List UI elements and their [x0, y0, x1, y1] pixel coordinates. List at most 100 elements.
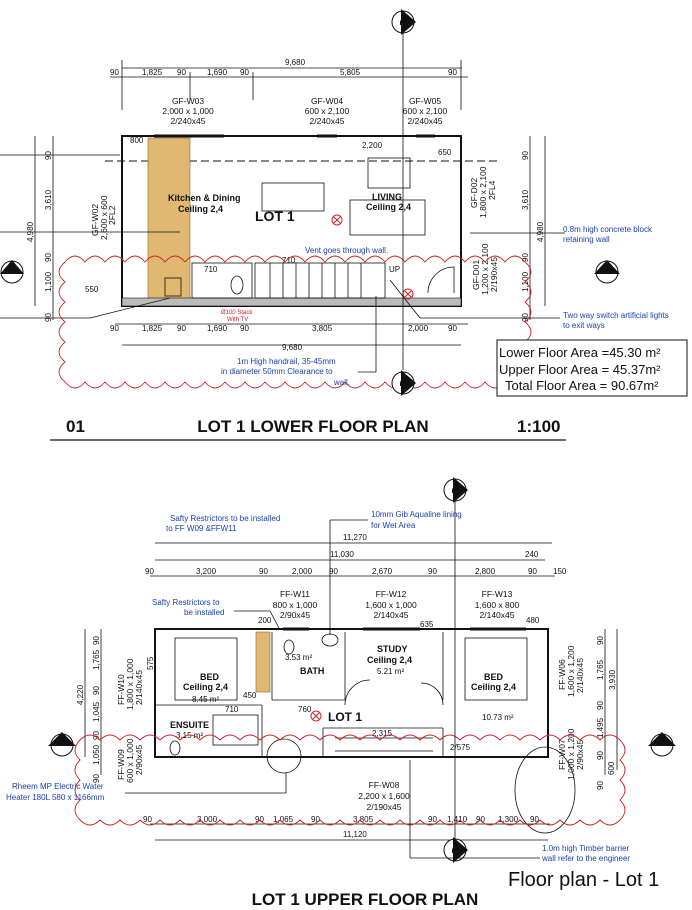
- dim-label: 710: [204, 265, 218, 274]
- smoke-alarm-icon: [331, 214, 343, 226]
- svg-text:D: D: [399, 18, 410, 25]
- door-size: 1,800 x 2,100: [478, 166, 488, 218]
- toilet-icon: [230, 275, 244, 295]
- drawing-scale: 1:100: [517, 417, 560, 436]
- dim-label: 150: [553, 567, 567, 576]
- stair-up-label: UP: [389, 265, 400, 274]
- tv-unit-icon: [367, 157, 411, 189]
- dim-label: 2,670: [372, 567, 393, 576]
- room-area: 8.45 m²: [192, 695, 219, 704]
- window-id: FF-W08: [369, 780, 400, 790]
- lot-label: LOT 1: [328, 710, 362, 724]
- window-frame: 2/90x45: [134, 744, 144, 775]
- retaining-wall: [121, 297, 462, 307]
- dim-label: 1,410: [447, 815, 468, 824]
- dim-label: 575: [146, 656, 155, 670]
- dim-label: 90: [92, 774, 101, 783]
- window-frame: 2/140x45: [134, 670, 144, 705]
- note-retaining-wall: retaining wall: [563, 235, 610, 244]
- dim-label: 480: [526, 616, 540, 625]
- room-area: 3.53 m²: [285, 653, 312, 662]
- revision-cloud: [74, 734, 626, 826]
- window-size: 1,600 x 1,000: [365, 600, 417, 610]
- dim-label: 800: [130, 136, 144, 145]
- room-area: 3.15 m²: [176, 731, 203, 740]
- window-frame: 2/90x45: [280, 610, 311, 620]
- upper-floor-area: Upper Floor Area = 45.37m²: [499, 362, 661, 377]
- room-name: LIVING: [372, 192, 402, 202]
- room-name: BED: [200, 672, 220, 682]
- dim-label: 3,000: [197, 815, 218, 824]
- water-heater-icon: [164, 277, 182, 297]
- section-marker-d-top: D: [443, 477, 468, 503]
- dim-label: 90: [448, 68, 457, 77]
- dim-label: 90: [44, 253, 53, 262]
- room-ceiling: Ceiling 2,4: [367, 655, 412, 665]
- svg-text:C: C: [658, 738, 665, 749]
- dim-label: 90: [240, 68, 249, 77]
- dim-label: 90: [596, 751, 605, 760]
- dim-label: 1,825: [142, 324, 163, 333]
- note-handrail: wall.: [333, 378, 350, 387]
- room-ceiling: Ceiling 2,4: [183, 682, 228, 692]
- window-frame: 2/190x45: [367, 802, 402, 812]
- dim-label: 90: [145, 567, 154, 576]
- window-id: FF-W13: [482, 589, 513, 599]
- room-name: ENSUITE: [170, 720, 209, 730]
- shower-icon: [212, 714, 259, 746]
- smoke-alarm-icon: [402, 288, 414, 300]
- lower-floor-plan: 9,680 90 1,825 90 1,690 90 5,805 90 GF-W…: [0, 9, 669, 441]
- dim-label: 90: [44, 313, 53, 322]
- drawing-title: LOT 1 LOWER FLOOR PLAN: [197, 417, 428, 436]
- window-id: FF-W09: [116, 749, 126, 780]
- window-size: 1,600 x 1,200: [566, 645, 576, 697]
- note-retaining-wall: 0.8m high concrete block: [563, 225, 653, 234]
- dim-label: 90: [110, 68, 119, 77]
- window-frame: 2/140x45: [575, 658, 585, 693]
- section-marker-c-left: C: [0, 260, 24, 284]
- room-name: BATH: [300, 666, 324, 676]
- dim-label: 710: [225, 705, 239, 714]
- sheet-label: Floor plan - Lot 1: [508, 869, 659, 891]
- dim-label: 90: [448, 324, 457, 333]
- dim-label: 2,000: [292, 567, 313, 576]
- window-size: 1,800 x 1,000: [125, 658, 135, 710]
- window-frame: 2/240x45: [310, 116, 345, 126]
- room-area: 10.73 m²: [482, 713, 514, 722]
- door-id: GF-D02: [469, 178, 479, 209]
- dim-label: 3,610: [44, 189, 53, 210]
- dim-label: 90: [177, 68, 186, 77]
- dim-label: 650: [438, 148, 452, 157]
- dim-label: 1,100: [44, 271, 53, 292]
- door-size: 1,200 x 2,100: [480, 243, 490, 295]
- dim-label: 635: [420, 620, 434, 629]
- dim-label: 1,765: [596, 659, 605, 680]
- dim-label: 90: [428, 815, 437, 824]
- window-id: FF-W11: [280, 589, 310, 599]
- dim-label: 3,805: [312, 324, 333, 333]
- svg-text:C: C: [8, 266, 15, 277]
- dim-label: 3,200: [196, 567, 217, 576]
- note-switch: Two way switch artificial lights: [563, 311, 669, 320]
- dim-label: 1,690: [207, 324, 228, 333]
- dim-label: 3,930: [608, 669, 617, 690]
- note-switch: to exit ways: [563, 321, 605, 330]
- note-vent: Vent goes through wall.: [305, 246, 388, 255]
- door-swing-icon: [427, 266, 455, 294]
- floor-area-summary: Lower Floor Area =45.30 m² Upper Floor A…: [496, 339, 688, 397]
- note-water-heater: Heater 180L 580 x 1166mm: [6, 793, 105, 802]
- dim-label: 710: [282, 256, 296, 265]
- dim-label: 1,050: [92, 744, 101, 765]
- room-area: 5.21 m²: [377, 667, 404, 676]
- svg-text:D: D: [451, 846, 462, 853]
- door-id: GF-D01: [471, 260, 481, 291]
- barrier-callout: [514, 746, 576, 834]
- window-size: 600 x 2,100: [403, 106, 448, 116]
- window-size: 600 x 1,000: [125, 738, 135, 783]
- svg-text:D: D: [451, 486, 462, 493]
- window-size: 800 x 1,000: [273, 600, 318, 610]
- dim-label: 90: [177, 324, 186, 333]
- dim-label: 90: [596, 701, 605, 710]
- water-heater-icon: [266, 738, 302, 774]
- dim-label: 550: [85, 285, 99, 294]
